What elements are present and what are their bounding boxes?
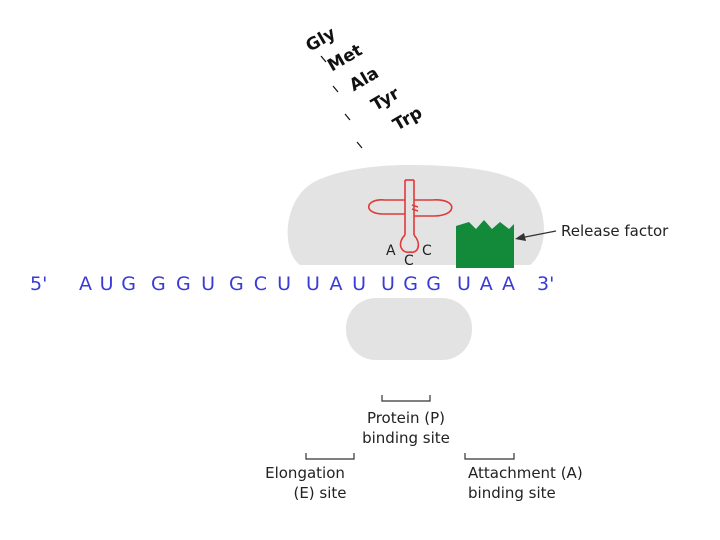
amino-acid: Trp <box>390 103 426 135</box>
svg-text:Elongation: Elongation <box>265 464 345 482</box>
codon: UGG <box>381 273 441 295</box>
codon: AUG <box>79 273 136 295</box>
release-factor-arrow <box>515 230 557 241</box>
anticodon-left: A <box>386 243 396 259</box>
codon: UAA <box>457 273 515 295</box>
amino-acid: Ala <box>346 63 382 96</box>
e-site-bracket <box>305 453 355 460</box>
codon: UAU <box>306 273 366 295</box>
codon: GCU <box>229 273 291 295</box>
release-factor-icon <box>456 220 514 268</box>
anticodon: A C C <box>386 243 432 269</box>
anticodon-middle: C <box>404 253 414 269</box>
svg-text:(E) site: (E) site <box>293 484 346 502</box>
e-site-label: Elongation (E) site <box>265 464 346 502</box>
three-prime-end: 3' <box>537 273 554 295</box>
release-factor-label: Release factor <box>561 222 669 240</box>
p-site-bracket <box>381 395 431 402</box>
anticodon-right: C <box>422 243 432 259</box>
site-brackets <box>305 395 515 460</box>
svg-text:Protein (P): Protein (P) <box>367 409 445 427</box>
a-site-bracket <box>464 453 515 460</box>
svg-text:Attachment (A): Attachment (A) <box>468 464 583 482</box>
trna-icon <box>367 179 453 254</box>
mrna-strand: 5' AUG GGU GCU UAU UGG UAA 3' <box>30 273 554 295</box>
peptide-bonds <box>320 55 363 149</box>
svg-text:binding site: binding site <box>468 484 556 502</box>
a-site-label: Attachment (A) binding site <box>468 464 583 502</box>
ribosome-small-subunit <box>346 298 472 360</box>
amino-acid: Tyr <box>368 83 404 115</box>
amino-acid: Gly <box>303 24 340 57</box>
p-site-label: Protein (P) binding site <box>362 409 450 447</box>
five-prime-end: 5' <box>30 273 47 295</box>
peptide-chain: Gly Met Ala Tyr Trp <box>303 24 426 136</box>
codon: GGU <box>151 273 215 295</box>
svg-text:binding site: binding site <box>362 429 450 447</box>
